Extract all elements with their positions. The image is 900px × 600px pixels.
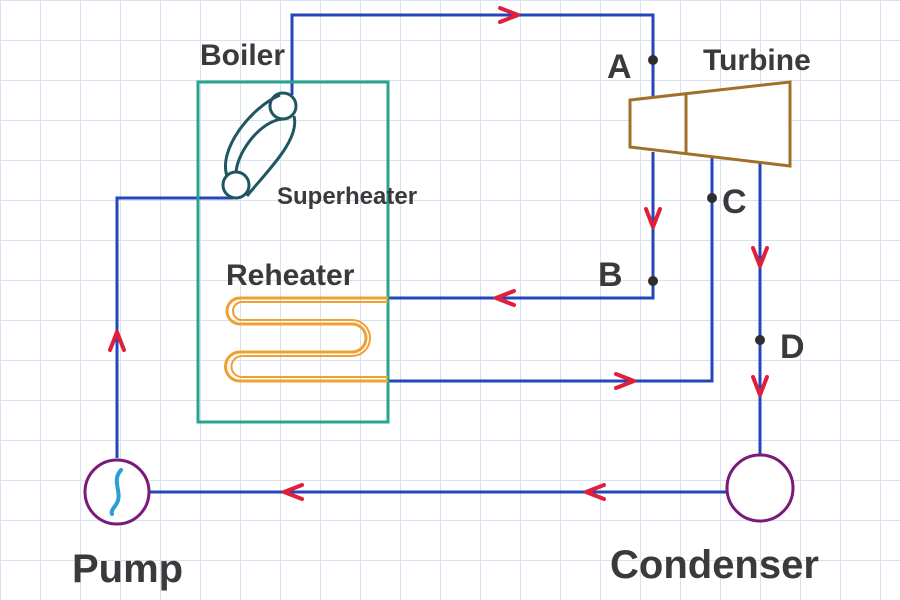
flow-arrow-d-to-condenser bbox=[751, 375, 769, 397]
flow-arrow-condenser-out bbox=[584, 483, 606, 501]
boiler-label: Boiler bbox=[200, 39, 285, 72]
reheater-label: Reheater bbox=[226, 259, 355, 292]
flow-arrow-top bbox=[498, 6, 520, 24]
point-c-dot bbox=[707, 193, 717, 203]
pipe-turbine-to-reheater bbox=[388, 152, 655, 300]
pipe-boiler-to-turbine bbox=[290, 13, 655, 98]
pump bbox=[83, 458, 151, 526]
flow-arrow-to-reheater bbox=[494, 289, 516, 307]
flow-arrow-to-pump bbox=[282, 483, 304, 501]
pipe-pump-to-boiler bbox=[115, 196, 233, 458]
pipe-reheater-to-turbine bbox=[388, 158, 714, 383]
reheater-coil-inner-icon bbox=[230, 301, 388, 378]
point-d-dot bbox=[755, 335, 765, 345]
point-b-dot bbox=[648, 276, 658, 286]
point-c-label: C bbox=[722, 183, 747, 221]
turbine-icon bbox=[628, 80, 792, 168]
boiler-box bbox=[196, 80, 390, 424]
turbine-label: Turbine bbox=[703, 44, 811, 77]
reheater-coil-icon bbox=[224, 296, 388, 383]
point-b-label: B bbox=[598, 256, 623, 294]
flow-arrow-pump-up bbox=[108, 330, 126, 352]
superheater-coil-icon bbox=[221, 91, 298, 200]
point-a-label: A bbox=[607, 48, 632, 86]
pump-label: Pump bbox=[72, 547, 183, 591]
condenser-circle bbox=[725, 453, 795, 523]
flow-arrow-reheater-out bbox=[614, 372, 636, 390]
point-d-label: D bbox=[780, 328, 805, 366]
flow-arrows bbox=[108, 6, 769, 501]
flow-arrow-c-to-d bbox=[751, 246, 769, 268]
point-a-dot bbox=[648, 55, 658, 65]
condenser-label: Condenser bbox=[610, 543, 819, 587]
flow-arrow-a-to-b bbox=[644, 207, 662, 229]
superheater-label: Superheater bbox=[277, 183, 417, 210]
squiggle-icon bbox=[109, 468, 123, 516]
pipes bbox=[115, 13, 762, 494]
